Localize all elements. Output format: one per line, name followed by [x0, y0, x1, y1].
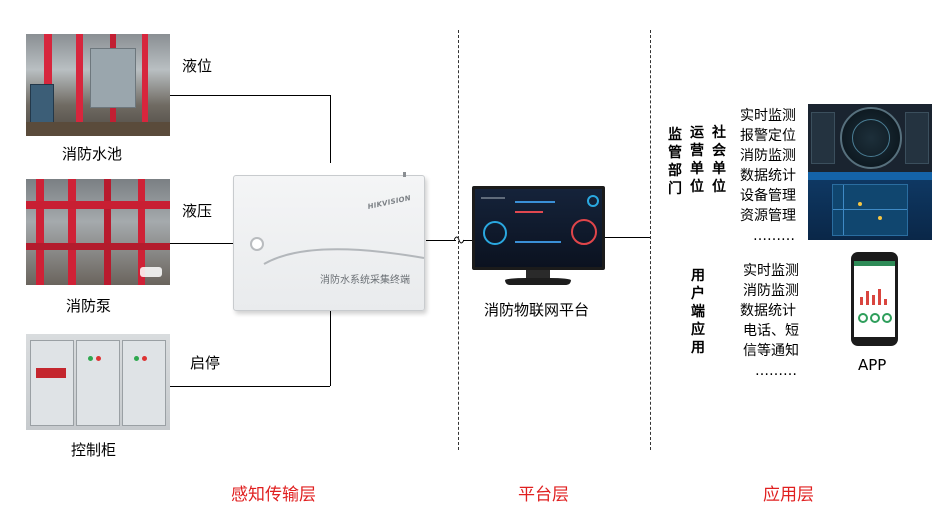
terminal-curve-decoration: [263, 248, 425, 265]
connector-terminal-platform: [426, 240, 456, 241]
map-shape: [832, 184, 908, 236]
layer-title-sense: 感知传输层: [231, 485, 316, 505]
platform-label: 消防物联网平台: [484, 301, 590, 319]
screen-bar: [515, 241, 561, 243]
watermark-badge: [140, 267, 162, 277]
map-road: [833, 209, 907, 210]
control-cabinet-photo: [26, 334, 170, 430]
connector-level-h: [170, 95, 330, 96]
antenna-shape: [403, 172, 406, 177]
phone-ring: [882, 313, 892, 323]
terminal-caption: 消防水系统采集终端: [320, 275, 410, 286]
user-function-item: 实时监测: [743, 263, 799, 279]
user-app-column: 用户端应用: [691, 268, 705, 356]
connector-pressure-h: [170, 243, 233, 244]
cabinet-sign: [36, 368, 66, 378]
layer-title-platform: 平台层: [518, 485, 569, 505]
org-function-item: 报警定位: [740, 128, 796, 144]
separator-sense-platform: [458, 30, 459, 450]
gauge-shape-small: [587, 195, 599, 207]
indicator-light: [142, 356, 147, 361]
collection-terminal: HIKVISION 消防水系统采集终端: [233, 172, 425, 311]
floor-shape: [26, 122, 170, 136]
water-tank-shape: [90, 48, 136, 108]
phone-ring: [870, 313, 880, 323]
user-function-list: 实时监测 消防监测 数据统计 电话、短 信等通知 ………: [740, 261, 799, 381]
monitor-stand: [526, 270, 550, 280]
phone-device: [851, 252, 898, 346]
connector-platform-app: [605, 237, 650, 238]
screen-side-panel: [811, 112, 835, 164]
connector-terminal-platform-end: [463, 240, 472, 241]
indicator-light: [96, 356, 101, 361]
app-label: APP: [858, 356, 887, 374]
indicator-light: [88, 356, 93, 361]
signal-startstop-label: 启停: [190, 354, 221, 372]
fire-pump-label: 消防泵: [66, 297, 112, 315]
user-function-item-more: ………: [755, 363, 797, 379]
gauge-shape: [571, 219, 597, 245]
phone-ring: [858, 313, 868, 323]
pipe-shape-lower: [26, 243, 170, 250]
phone-screen: [854, 261, 895, 337]
signal-pressure-label: 液压: [182, 202, 213, 220]
screen-header: [808, 172, 932, 180]
cabinet-door-left: [30, 340, 74, 426]
org-function-list: 实时监测 报警定位 消防监测 数据统计 设备管理 资源管理 ………: [740, 106, 796, 246]
org-function-item: 数据统计: [740, 168, 796, 184]
control-cabinet-label: 控制柜: [71, 441, 117, 459]
map-screenshot: [808, 172, 932, 240]
org-column-operator: 运营单位: [690, 125, 704, 195]
monitor-base: [505, 278, 571, 285]
fire-pump-photo: [26, 179, 170, 285]
org-function-item: 实时监测: [740, 108, 796, 124]
user-function-item: 数据统计: [740, 303, 796, 319]
fire-pool-photo: [26, 34, 170, 136]
user-function-item: 消防监测: [743, 283, 799, 299]
layer-title-application: 应用层: [763, 485, 814, 505]
user-function-item: 信等通知: [743, 343, 799, 359]
pipe-shape: [26, 201, 170, 209]
wave-break-icon: [454, 236, 464, 244]
screen-bar: [515, 211, 543, 213]
map-pin-icon: [878, 216, 882, 220]
cabinet-door-right: [122, 340, 166, 426]
monitoring-screenshot: [808, 104, 932, 172]
org-function-item: 设备管理: [740, 188, 796, 204]
screen-bar: [515, 201, 555, 203]
phone-bar-chart: [858, 287, 891, 305]
radar-inner-shape: [852, 119, 890, 157]
fire-pool-label: 消防水池: [62, 145, 123, 163]
platform-monitor: [472, 186, 605, 270]
connector-startstop-v: [330, 311, 331, 386]
org-function-item: 消防监测: [740, 148, 796, 164]
org-function-item: 资源管理: [740, 208, 796, 224]
org-column-social: 社会单位: [712, 125, 726, 195]
org-column-regulator: 监管部门: [668, 127, 682, 197]
org-function-item-more: ………: [753, 228, 795, 244]
screen-bar: [481, 197, 505, 199]
indicator-light: [134, 356, 139, 361]
map-pin-icon: [858, 202, 862, 206]
phone-header: [854, 261, 895, 266]
lock-icon: [250, 237, 264, 251]
connector-level-v: [330, 95, 331, 163]
screen-side-panel: [905, 112, 929, 164]
map-road: [843, 185, 844, 235]
separator-platform-application: [650, 30, 651, 450]
gauge-shape: [483, 221, 507, 245]
connector-startstop-h: [170, 386, 330, 387]
user-function-item: 电话、短: [743, 323, 799, 339]
signal-level-label: 液位: [182, 57, 213, 75]
cabinet-door-middle: [76, 340, 120, 426]
